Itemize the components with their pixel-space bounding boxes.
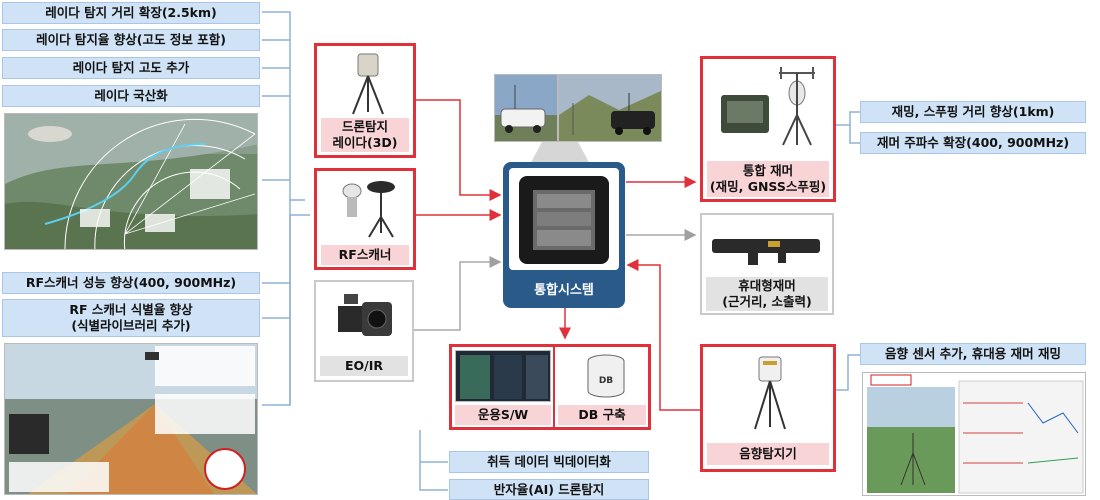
acoustic-detector-label: 음향탐지기	[707, 443, 829, 465]
database-icon: DB	[587, 354, 625, 398]
radar-item-3: 레이다 탐지 고도 추가	[2, 57, 260, 79]
acoustic-test-image	[862, 372, 1086, 496]
rf-scenario-image	[4, 343, 258, 495]
radar-item-2: 레이다 탐지율 향상(고도 정보 포함)	[2, 29, 260, 51]
bottom-item-1: 취득 데이터 빅데이터화	[449, 451, 649, 473]
radar-coverage-map-image	[4, 113, 258, 250]
vehicle-photo-1	[494, 74, 558, 142]
integrated-system-panel: 통합시스템	[503, 162, 625, 308]
radar-item-1: 레이다 탐지 거리 확장(2.5km)	[2, 2, 260, 24]
acoustic-item: 음향 센서 추가, 휴대용 재머 재밍	[860, 343, 1086, 365]
ops-sw-label: 운용S/W	[455, 405, 551, 425]
radar-device-icon	[352, 53, 384, 115]
radar-item-4: 레이다 국산화	[2, 85, 260, 107]
system-unit-image	[509, 168, 619, 270]
jammer-item-1: 재밍, 스푸핑 거리 향상(1km)	[860, 101, 1086, 123]
eo-ir-label: EO/IR	[320, 356, 408, 376]
acoustic-detector-panel: 음향탐지기	[700, 344, 836, 472]
db-label: DB 구축	[558, 405, 646, 425]
vehicle-photo-2	[558, 74, 662, 142]
rf-scanner-panel: RF스캐너	[314, 168, 416, 270]
ops-db-panel: DB 운용S/W DB 구축	[449, 344, 651, 430]
integrated-jammer-panel: 통합 재머 (재밍, GNSS스푸핑)	[700, 56, 836, 202]
integrated-jammer-label: 통합 재머 (재밍, GNSS스푸핑)	[707, 161, 829, 197]
eo-ir-camera-icon	[338, 294, 392, 336]
ops-sw-screenshot	[455, 350, 551, 402]
portable-jammer-label: 휴대형재머 (근거리, 소출력)	[706, 277, 828, 311]
integrated-system-label: 통합시스템	[534, 282, 594, 298]
bottom-item-2: 반자율(AI) 드론탐지	[449, 479, 649, 500]
drone-radar-label: 드론탐지 레이다(3D)	[321, 118, 409, 152]
rf-item-1: RF스캐너 성능 향상(400, 900MHz)	[2, 272, 260, 294]
jammer-item-2: 재머 주파수 확장(400, 900MHz)	[860, 132, 1086, 154]
rf-item-2: RF 스캐너 식별율 향상 (식별라이브러리 추가)	[2, 299, 260, 337]
eo-ir-panel: EO/IR	[314, 280, 414, 382]
rf-antenna-icon	[342, 181, 395, 238]
rf-scanner-label: RF스캐너	[321, 245, 409, 265]
system-highlight	[530, 142, 590, 164]
panel-divider	[553, 347, 555, 427]
jammer-device-icon	[721, 67, 815, 146]
portable-jammer-panel: 휴대형재머 (근거리, 소출력)	[700, 213, 834, 315]
drone-radar-panel: 드론탐지 레이다(3D)	[314, 43, 416, 158]
svg-text:DB: DB	[599, 376, 613, 386]
portable-jammer-icon	[712, 239, 820, 265]
acoustic-sensor-icon	[754, 356, 786, 430]
